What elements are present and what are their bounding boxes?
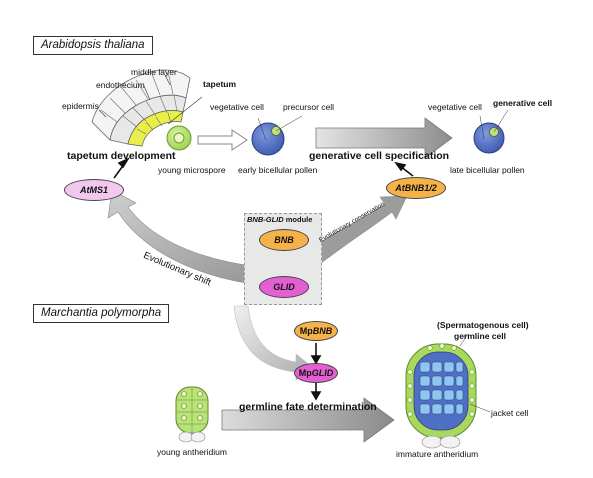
immature-antheridium-illustration: [405, 333, 491, 449]
bnb-gene-label: BNB: [274, 235, 294, 245]
jacket-cell-label: jacket cell: [491, 408, 529, 418]
anther-section-illustration: [91, 69, 203, 147]
germline-fate-determination-label: germline fate determination: [239, 401, 377, 413]
tapetum-label: tapetum: [203, 79, 237, 89]
glid-gene-label: GLID: [273, 282, 295, 292]
module-title-genes: BNB-GLID: [247, 215, 284, 224]
vegetative-cell-label-1: vegetative cell: [210, 102, 264, 112]
atms1-gene-oval: AtMS1: [64, 179, 124, 201]
young-microspore-label: young microspore: [158, 165, 226, 175]
bnb-gene-oval: BNB: [259, 229, 309, 251]
atbnb-gene-label: AtBNB1/2: [395, 183, 437, 193]
vegetative-cell-label-2: vegetative cell: [428, 102, 482, 112]
mpglid-prefix: Mp: [298, 368, 312, 378]
young-microspore-illustration: [166, 125, 192, 151]
precursor-cell-label: precursor cell: [283, 102, 335, 112]
mpbnb-prefix: Mp: [299, 326, 313, 336]
atbnb-gene-oval: AtBNB1/2: [386, 177, 446, 199]
late-bicellular-pollen-illustration: [473, 109, 509, 154]
germline-cell-label: germline cell: [454, 331, 506, 341]
atms1-gene-label: AtMS1: [79, 185, 108, 195]
module-title: BNB-GLID module: [247, 215, 312, 224]
development-arrow-1: [197, 129, 248, 151]
development-arrow-3: [221, 397, 395, 443]
glid-gene-oval: GLID: [259, 276, 309, 298]
early-bicellular-pollen-illustration: [251, 115, 303, 156]
late-bicellular-pollen-label: late bicellular pollen: [450, 165, 525, 175]
mpbnb-gene-label: BNB: [312, 326, 333, 336]
species-label-arabidopsis: Arabidopsis thaliana: [33, 36, 153, 55]
young-antheridium-label: young antheridium: [157, 447, 227, 457]
young-antheridium-illustration: [175, 386, 209, 443]
mpglid-gene-label: GLID: [311, 368, 334, 378]
species-label-marchantia: Marchantia polymorpha: [33, 304, 170, 323]
early-bicellular-pollen-label: early bicellular pollen: [238, 165, 318, 175]
module-to-marchantia-arrow: [233, 305, 313, 381]
immature-antheridium-label: immature antheridium: [396, 449, 479, 459]
generative-cell-specification-label: generative cell specification: [309, 150, 450, 162]
development-arrow-2: [315, 117, 453, 159]
middle-layer-label: middle layer: [131, 67, 177, 77]
epidermis-label: epidermis: [62, 101, 99, 111]
endothecium-label: endothecium: [96, 80, 145, 90]
generative-cell-label: generative cell: [493, 98, 553, 108]
module-title-suffix: module: [283, 215, 313, 224]
spermatogenous-cell-label: (Spermatogenous cell): [437, 320, 529, 330]
tapetum-development-label: tapetum development: [67, 150, 176, 162]
